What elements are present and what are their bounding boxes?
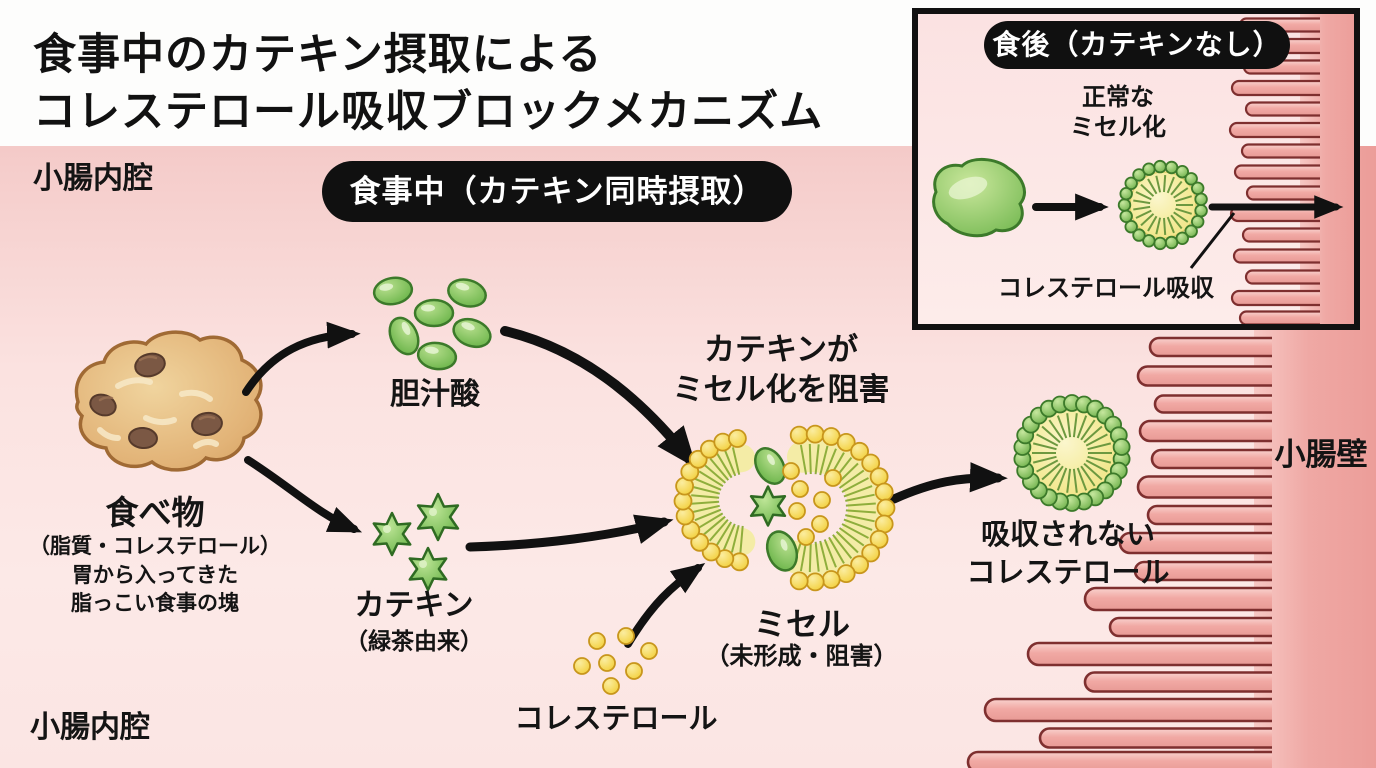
- cookie-illustration: [74, 330, 263, 472]
- label-micelle: ミセル: [753, 606, 850, 642]
- label-unabsorbed: 吸収されない コレステロール: [966, 519, 1170, 589]
- inset-absorption-label: コレステロール吸収: [998, 275, 1214, 302]
- label-catechin: カテキン: [354, 589, 474, 622]
- banner-after-meal: 食後（カテキンなし）: [984, 21, 1290, 69]
- page-title-line-2: コレステロール吸収ブロックメカニズム: [33, 88, 824, 136]
- arrow-food-to-bile: [242, 321, 361, 396]
- catechin-stars: [372, 492, 460, 592]
- label-catechin-origin: （緑茶由来）: [345, 628, 483, 654]
- arrow-bile-to-micelle: [500, 326, 697, 469]
- label-food-desc: （脂質・コレステロール） 胃から入ってきた 脂っこい食事の塊: [29, 535, 281, 616]
- arrow-food-to-catechin: [244, 456, 363, 533]
- inset-normal-micelle: [1117, 159, 1208, 251]
- unabsorbed-micelle: [1013, 394, 1131, 512]
- inset-lipid-blob: [932, 158, 1026, 238]
- inset-border: [912, 8, 1360, 330]
- label-lumen-bottom: 小腸内腔: [30, 711, 150, 744]
- label-intestinal-wall: 小腸壁: [1274, 437, 1368, 472]
- blocked-micelle: [673, 424, 896, 592]
- arrow-blocked-to-unabsorbed: [889, 462, 1008, 504]
- arrow-cholesterol-to-micelle: [624, 563, 706, 648]
- arrow-catechin-to-micelle: [465, 514, 674, 552]
- label-micelle-state: （未形成・阻害）: [705, 643, 898, 670]
- label-food: 食べ物: [105, 494, 205, 531]
- cholesterol-beads: [573, 627, 658, 695]
- bile-acid-ovals: [372, 276, 492, 371]
- label-cholesterol: コレステロール: [514, 703, 718, 735]
- label-lumen-top: 小腸内腔: [33, 162, 153, 195]
- label-inhibition: カテキンが ミセル化を阻害: [672, 332, 890, 407]
- page-title-line-1: 食事中のカテキン摂取による: [33, 31, 603, 79]
- intestinal-villi: [966, 336, 1272, 768]
- inset-pointer-line: [1189, 212, 1236, 269]
- inset-normal-micelle-label: 正常な ミセル化: [1070, 84, 1166, 141]
- label-bile-acid: 胆汁酸: [390, 378, 480, 411]
- arrows: [242, 321, 1008, 648]
- banner-during-meal: 食事中（カテキン同時摂取）: [322, 161, 792, 222]
